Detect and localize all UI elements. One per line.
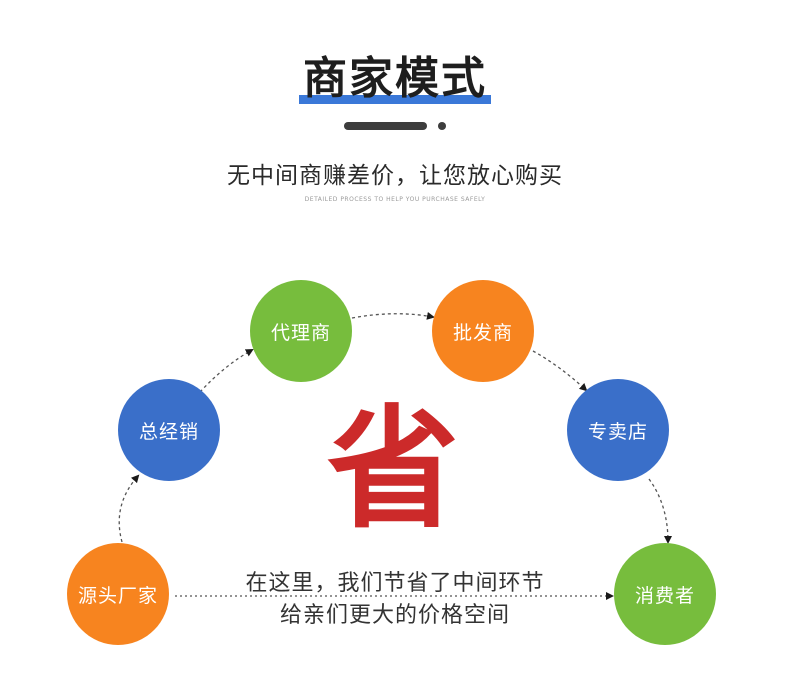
arrow-factory-to-distributor (118, 474, 140, 543)
node-wholesaler-label: 批发商 (452, 321, 513, 344)
message-line-2: 给亲们更大的价格空间 (279, 603, 510, 628)
node-store: 专卖店 (567, 379, 669, 481)
node-consumer: 消费者 (614, 543, 716, 645)
save-character: 省 (327, 392, 459, 547)
page-title: 商家模式 (299, 52, 491, 106)
subtitle: 无中间商赚差价，让您放心购买 (227, 163, 563, 189)
node-distributor: 总经销 (118, 379, 220, 481)
message-line-1: 在这里，我们节省了中间环节 (245, 571, 545, 596)
node-factory: 源头厂家 (67, 543, 169, 645)
node-wholesaler: 批发商 (432, 280, 534, 382)
title-wrap: 商家模式 (0, 52, 790, 106)
decorative-dot (438, 122, 446, 130)
node-factory-label: 源头厂家 (77, 584, 158, 607)
decorative-bar (344, 122, 427, 130)
node-distributor-label: 总经销 (138, 420, 199, 443)
node-consumer-label: 消费者 (634, 584, 695, 607)
node-agent: 代理商 (250, 280, 352, 382)
arrow-agent-to-wholesaler (351, 311, 435, 320)
arrow-distributor-to-agent (199, 349, 254, 393)
node-agent-label: 代理商 (270, 321, 331, 344)
arrow-wholesaler-to-store (532, 350, 588, 392)
tagline: DETAILED PROCESS TO HELP YOU PURCHASE SA… (304, 196, 486, 203)
page-title-text: 商家模式 (303, 53, 487, 104)
node-store-label: 专卖店 (587, 420, 648, 443)
arrow-store-to-consumer (648, 478, 672, 544)
